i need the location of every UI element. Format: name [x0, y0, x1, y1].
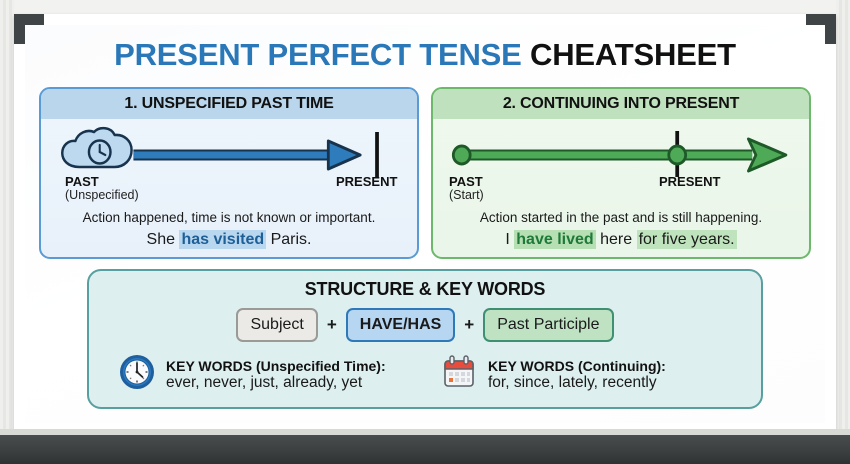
panel-2-example-highlight-2: for five years. [636, 230, 737, 249]
marker-tray-lip [0, 429, 850, 435]
page-title: PRESENT PERFECT TENSE CHEATSHEET [25, 37, 825, 73]
timeline-continuing [443, 125, 799, 181]
panel-1-header: 1. UNSPECIFIED PAST TIME [41, 89, 417, 119]
panel-continuing-into-present: 2. CONTINUING INTO PRESENT [431, 87, 811, 259]
panel-1-body: PAST (Unspecified) PRESENT Action happen… [41, 119, 417, 257]
timeline-2-past-label: PAST [449, 174, 483, 189]
board-surface: PRESENT PERFECT TENSE CHEATSHEET 1. UNSP… [25, 25, 825, 423]
panel-2-header: 2. CONTINUING INTO PRESENT [433, 89, 809, 119]
keywords-continuing: KEY WORDS (Continuing): for, since, late… [429, 352, 751, 397]
panel-2-example-highlight: have lived [514, 230, 596, 249]
clock-icon-svg [120, 355, 154, 389]
keywords-continuing-text: KEY WORDS (Continuing): for, since, late… [488, 358, 666, 392]
cheatsheet-content: PRESENT PERFECT TENSE CHEATSHEET 1. UNSP… [25, 25, 825, 423]
keywords-unspecified-text: KEY WORDS (Unspecified Time): ever, neve… [166, 358, 386, 392]
keywords-unspecified-words: ever, never, just, already, yet [166, 373, 363, 391]
keywords-unspecified: KEY WORDS (Unspecified Time): ever, neve… [99, 352, 429, 397]
timeline-1-labels: PAST (Unspecified) PRESENT [51, 175, 407, 209]
timeline-2-svg [451, 131, 788, 177]
panel-1-description: Action happened, time is not known or im… [82, 210, 376, 225]
timeline-2-left-label-group: PAST (Start) [449, 175, 484, 202]
wall-texture-left [0, 0, 14, 464]
panel-1-example-highlight: has visited [179, 230, 267, 249]
timeline-1-present-label: PRESENT [336, 174, 398, 189]
wall-texture-right [836, 0, 850, 464]
keywords-continuing-words: for, since, lately, recently [488, 373, 657, 391]
timeline-1-past-sublabel: (Unspecified) [65, 187, 139, 202]
keywords-continuing-title: KEY WORDS (Continuing): [488, 357, 666, 374]
panel-1-example: She has visited Paris. [51, 230, 407, 249]
calendar-icon-svg [444, 355, 474, 387]
structure-title: STRUCTURE & KEY WORDS [304, 279, 546, 299]
timeline-1-left-label-group: PAST (Unspecified) [65, 175, 139, 202]
panel-1-example-before: She [146, 231, 180, 248]
panel-2-description: Action started in the past and is still … [479, 210, 763, 225]
panel-2-body: PAST (Start) PRESENT Action started in t… [433, 119, 809, 257]
panel-2-example-middle: here [595, 231, 637, 248]
whiteboard: PRESENT PERFECT TENSE CHEATSHEET 1. UNSP… [14, 14, 836, 434]
formula-row: Subject + HAVE/HAS + Past Participle [99, 308, 751, 342]
panel-1-example-after: Paris. [266, 231, 312, 248]
clock-icon [117, 352, 157, 397]
page-title-rest: CHEATSHEET [530, 37, 736, 72]
panels-row: 1. UNSPECIFIED PAST TIME [39, 87, 811, 259]
timeline-1-past-label: PAST [65, 174, 99, 189]
page-title-highlight: PRESENT PERFECT TENSE [114, 37, 522, 72]
formula-participle-chip: Past Participle [483, 308, 614, 342]
timeline-2-present-label: PRESENT [659, 174, 721, 189]
panel-2-example: I have lived here for five years. [443, 230, 799, 249]
timeline-2-past-sublabel: (Start) [449, 187, 484, 202]
formula-operator-2: + [464, 315, 475, 334]
cloud-clock-icon [61, 126, 133, 169]
structure-panel: STRUCTURE & KEY WORDS Subject + HAVE/HAS… [87, 269, 763, 409]
keywords-row: KEY WORDS (Unspecified Time): ever, neve… [99, 352, 751, 397]
timeline-1-svg [61, 126, 379, 177]
calendar-icon [439, 352, 479, 397]
panel-unspecified-past-time: 1. UNSPECIFIED PAST TIME [39, 87, 419, 259]
formula-auxiliary-chip: HAVE/HAS [345, 308, 456, 342]
marker-tray [0, 429, 850, 464]
timeline-2-labels: PAST (Start) PRESENT [443, 175, 799, 209]
formula-operator-1: + [326, 315, 337, 334]
keywords-unspecified-title: KEY WORDS (Unspecified Time): [166, 357, 386, 374]
timeline-unspecified [51, 125, 407, 181]
panel-2-example-before: I [505, 231, 515, 248]
formula-subject-chip: Subject [236, 308, 318, 342]
